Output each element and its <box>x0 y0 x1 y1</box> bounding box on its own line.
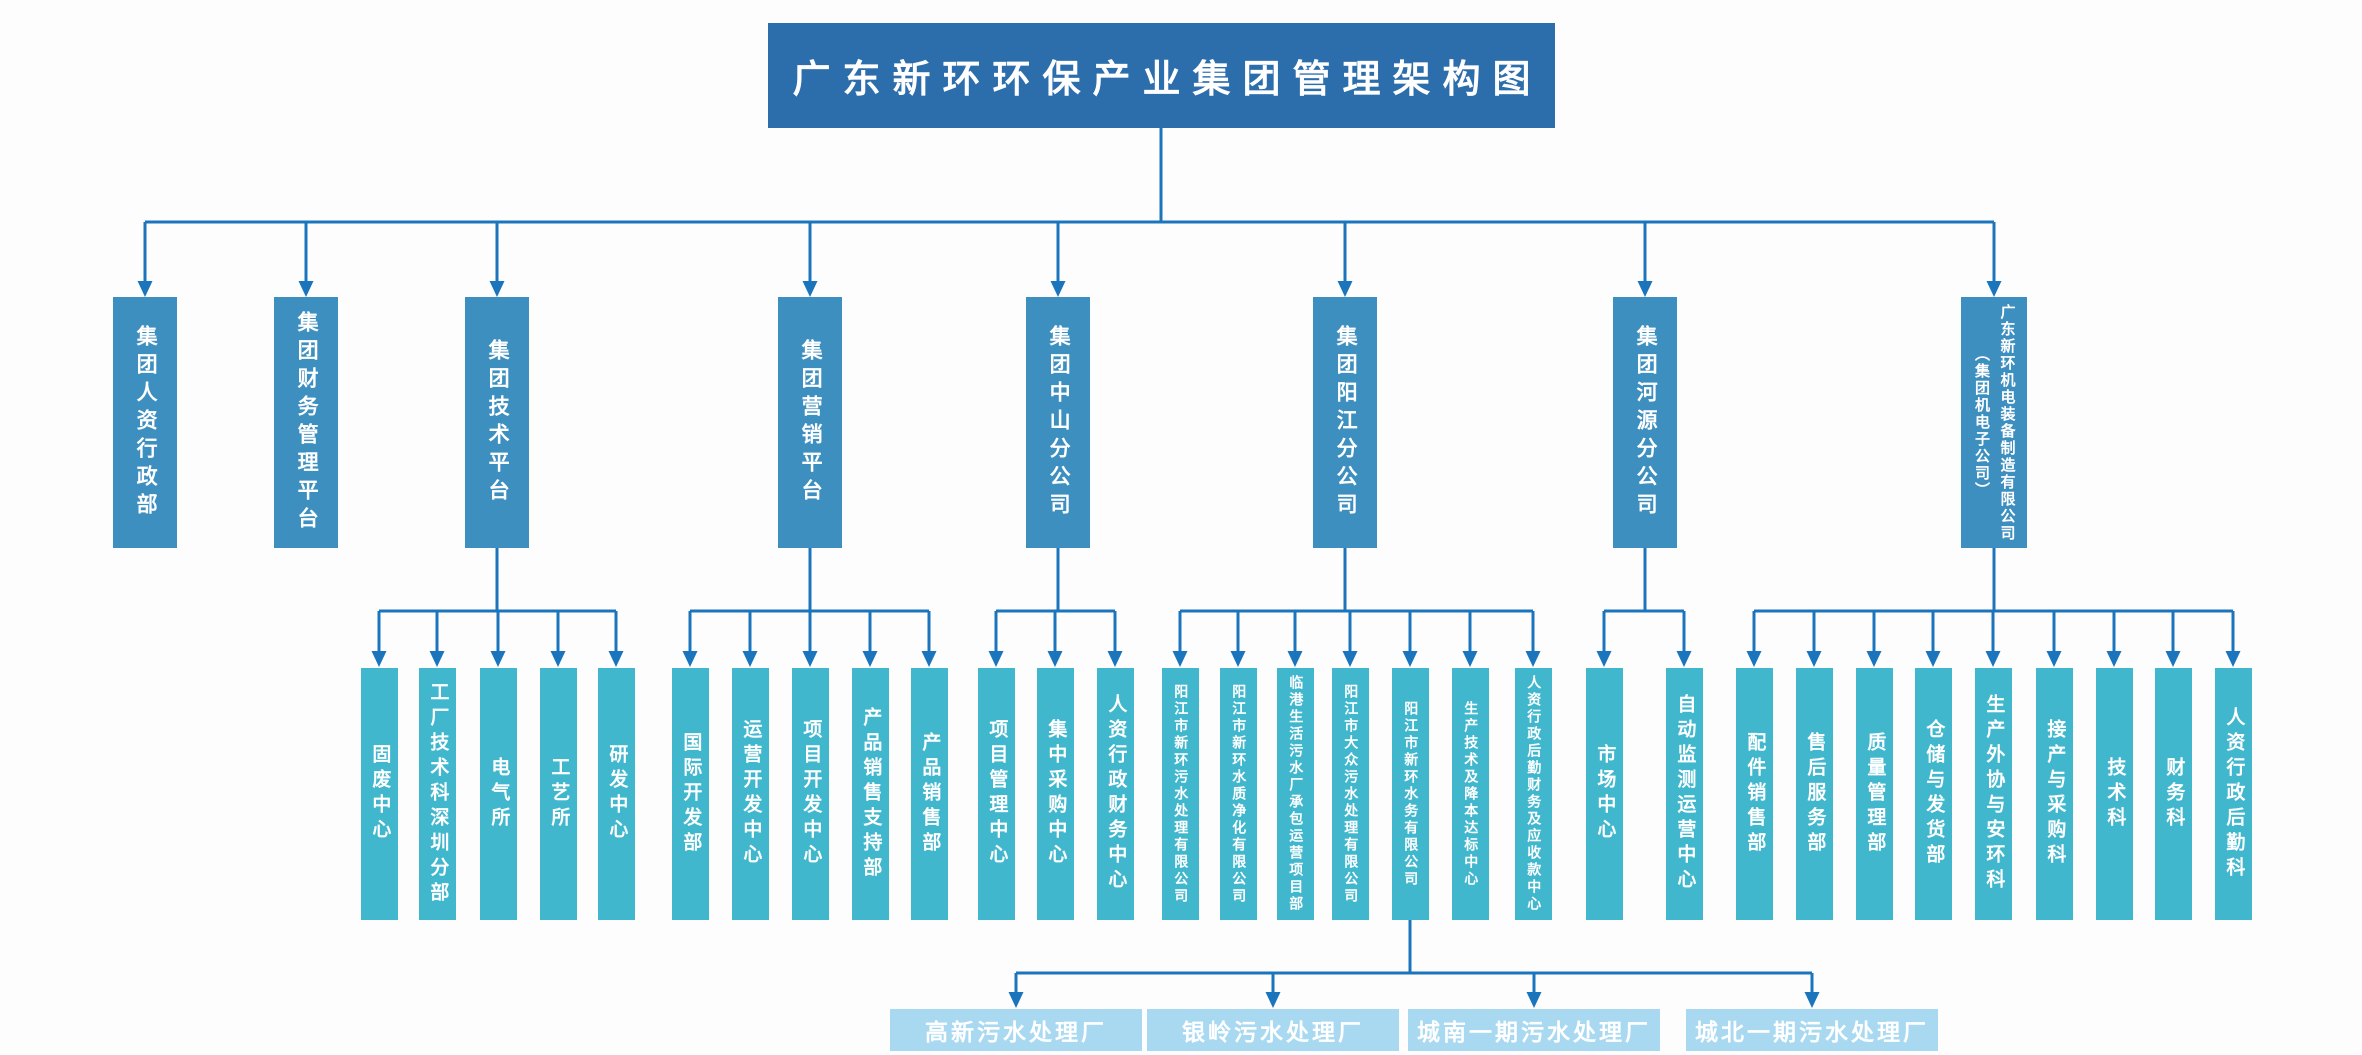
org-child-label: 电气所 <box>488 756 510 832</box>
org-child-label: 工厂技术科深圳分部 <box>427 681 449 907</box>
org-child-node: 人资行政后勤科 <box>2215 668 2252 920</box>
org-child-label: 仓储与发货部 <box>1923 719 1945 869</box>
org-child-node: 国际开发部 <box>672 668 709 920</box>
org-branch-label: 广东新环机电装备制造有限公司 （集团机电子公司） <box>1973 303 2016 542</box>
org-child-label: 阳江市新环污水处理有限公司 <box>1173 683 1190 905</box>
org-child-node: 接产与采购科 <box>2036 668 2073 920</box>
org-child-node: 市场中心 <box>1586 668 1623 920</box>
org-child-node: 生产外协与安环科 <box>1975 668 2012 920</box>
org-plant-node: 城南一期污水处理厂 <box>1408 1009 1660 1051</box>
org-branch-label: 集团中山分公司 <box>1047 324 1071 521</box>
org-child-node: 自动监测运营中心 <box>1666 668 1703 920</box>
org-branch-node: 集团财务管理平台 <box>274 297 338 548</box>
org-child-label: 阳江市新环水质净化有限公司 <box>1231 683 1248 905</box>
org-branch-node: 集团人资行政部 <box>113 297 177 548</box>
org-child-label: 产品销售部 <box>919 731 941 857</box>
org-plant-label: 城北一期污水处理厂 <box>1695 1019 1929 1045</box>
org-branch-label: 集团营销平台 <box>799 338 823 507</box>
org-branch-node: 广东新环机电装备制造有限公司 （集团机电子公司） <box>1961 297 2027 548</box>
org-child-label: 自动监测运营中心 <box>1674 694 1696 894</box>
org-child-label: 国际开发部 <box>680 731 702 857</box>
org-child-label: 配件销售部 <box>1744 731 1766 857</box>
org-child-label: 产品销售支持部 <box>860 706 882 882</box>
org-plant-label: 银岭污水处理厂 <box>1182 1019 1364 1045</box>
org-plant-label: 高新污水处理厂 <box>925 1019 1107 1045</box>
org-branch-label: 集团阳江分公司 <box>1334 324 1358 521</box>
org-plant-node: 银岭污水处理厂 <box>1147 1009 1399 1051</box>
org-child-node: 阳江市新环污水处理有限公司 <box>1162 668 1199 920</box>
org-child-node: 仓储与发货部 <box>1915 668 1952 920</box>
org-child-label: 阳江市大众污水处理有限公司 <box>1343 683 1360 905</box>
org-child-node: 工艺所 <box>540 668 577 920</box>
org-child-label: 研发中心 <box>606 744 628 844</box>
org-child-node: 质量管理部 <box>1856 668 1893 920</box>
org-child-label: 售后服务部 <box>1804 731 1826 857</box>
org-child-node: 集中采购中心 <box>1037 668 1074 920</box>
org-child-node: 配件销售部 <box>1736 668 1773 920</box>
org-plant-node: 城北一期污水处理厂 <box>1686 1009 1938 1051</box>
org-child-node: 项目管理中心 <box>978 668 1015 920</box>
org-child-label: 固废中心 <box>369 744 391 844</box>
org-child-node: 固废中心 <box>361 668 398 920</box>
org-child-node: 人资行政财务中心 <box>1097 668 1134 920</box>
org-child-node: 产品销售部 <box>911 668 948 920</box>
org-child-label: 运营开发中心 <box>740 719 762 869</box>
org-child-node: 运营开发中心 <box>732 668 769 920</box>
org-branch-label: 集团人资行政部 <box>134 324 158 521</box>
org-child-label: 接产与采购科 <box>2044 719 2066 869</box>
org-child-label: 生产外协与安环科 <box>1983 694 2005 894</box>
org-child-label: 市场中心 <box>1594 744 1616 844</box>
org-child-node: 阳江市大众污水处理有限公司 <box>1332 668 1369 920</box>
org-child-label: 人资行政后勤科 <box>2223 706 2245 882</box>
org-child-label: 阳江市新环水务有限公司 <box>1403 700 1420 888</box>
org-child-label: 人资行政财务中心 <box>1105 694 1127 894</box>
chart-title: 广东新环环保产业集团管理架构图 <box>768 23 1555 128</box>
org-child-node: 财务科 <box>2155 668 2192 920</box>
org-child-label: 项目开发中心 <box>800 719 822 869</box>
org-branch-node: 集团技术平台 <box>465 297 529 548</box>
org-branch-node: 集团河源分公司 <box>1613 297 1677 548</box>
org-child-label: 财务科 <box>2163 756 2185 832</box>
org-child-node: 产品销售支持部 <box>852 668 889 920</box>
org-child-node: 技术科 <box>2096 668 2133 920</box>
org-branch-label: 集团财务管理平台 <box>295 310 319 535</box>
org-child-label: 人资行政后勤财务及应收款中心 <box>1526 675 1543 913</box>
org-child-label: 临港生活污水厂承包运营项目部 <box>1288 675 1305 913</box>
org-branch-label: 集团河源分公司 <box>1634 324 1658 521</box>
org-child-node: 生产技术及降本达标中心 <box>1452 668 1489 920</box>
org-child-label: 集中采购中心 <box>1045 719 1067 869</box>
org-plant-node: 高新污水处理厂 <box>890 1009 1142 1051</box>
org-child-node: 电气所 <box>480 668 517 920</box>
org-child-label: 生产技术及降本达标中心 <box>1463 700 1480 888</box>
org-branch-node: 集团中山分公司 <box>1026 297 1090 548</box>
org-child-node: 阳江市新环水务有限公司 <box>1392 668 1429 920</box>
org-child-label: 工艺所 <box>548 756 570 832</box>
org-child-label: 质量管理部 <box>1864 731 1886 857</box>
org-child-label: 技术科 <box>2104 756 2126 832</box>
org-plant-label: 城南一期污水处理厂 <box>1417 1019 1651 1045</box>
org-child-node: 售后服务部 <box>1796 668 1833 920</box>
org-branch-label: 集团技术平台 <box>486 338 510 507</box>
org-child-node: 阳江市新环水质净化有限公司 <box>1220 668 1257 920</box>
org-child-node: 临港生活污水厂承包运营项目部 <box>1277 668 1314 920</box>
org-child-node: 工厂技术科深圳分部 <box>419 668 456 920</box>
org-child-node: 人资行政后勤财务及应收款中心 <box>1515 668 1552 920</box>
org-child-label: 项目管理中心 <box>986 719 1008 869</box>
org-branch-node: 集团阳江分公司 <box>1313 297 1377 548</box>
org-child-node: 研发中心 <box>598 668 635 920</box>
org-branch-node: 集团营销平台 <box>778 297 842 548</box>
org-child-node: 项目开发中心 <box>792 668 829 920</box>
